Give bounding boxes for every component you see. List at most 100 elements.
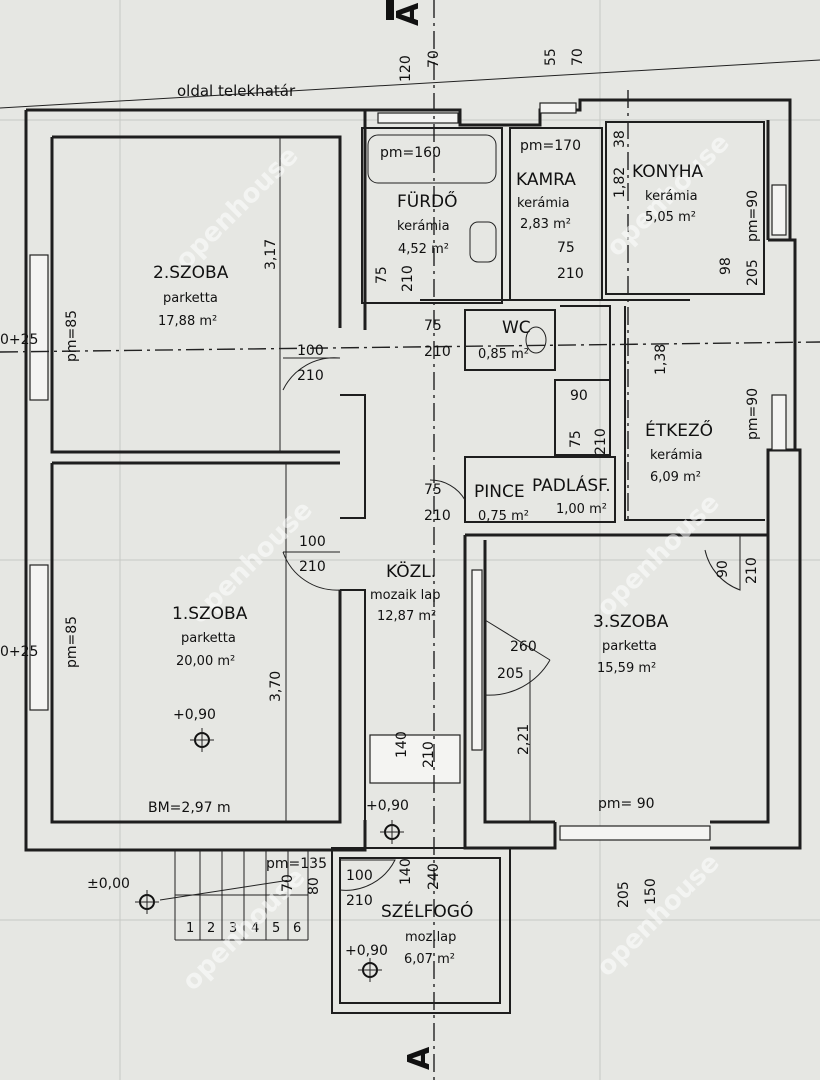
room-etkezo-area: 6,09 m² bbox=[650, 470, 701, 485]
dim-pm90-etkezo: pm=90 bbox=[745, 388, 761, 440]
dim-240: 240 bbox=[426, 863, 442, 890]
step-numbers: 1 2 3 4 5 6 bbox=[186, 921, 301, 936]
windows bbox=[29, 102, 787, 841]
interior-walls bbox=[331, 121, 765, 1014]
dim-70-b: 70 bbox=[570, 48, 586, 66]
dim-140-b: 140 bbox=[398, 858, 414, 885]
room-szoba2-floor: parketta bbox=[163, 291, 218, 306]
dim-210-a: 210 bbox=[297, 368, 324, 384]
boundary-line bbox=[0, 59, 820, 109]
window-szoba3 bbox=[559, 825, 711, 841]
room-szoba1-name: 1.SZOBA bbox=[172, 604, 248, 624]
window-furdo bbox=[377, 112, 459, 124]
room-kozl-name: KÖZL. bbox=[386, 560, 436, 582]
dim-210-f: 210 bbox=[421, 741, 437, 768]
dim-pm170: pm=170 bbox=[520, 138, 581, 154]
step-3: 3 bbox=[229, 921, 237, 936]
level-0-90-c: +0,90 bbox=[345, 943, 388, 959]
dim-pm85-a: pm=85 bbox=[64, 310, 80, 362]
dim-205-b: 205 bbox=[616, 881, 632, 908]
room-szoba3-area: 15,59 m² bbox=[597, 661, 656, 676]
window-szoba1 bbox=[29, 564, 49, 711]
dim-75-kamra: 75 bbox=[557, 240, 575, 256]
room-etkezo-floor: kerámia bbox=[650, 448, 703, 463]
dim-0-25-b: 0+25 bbox=[0, 644, 38, 660]
dim-pm85-b: pm=85 bbox=[64, 616, 80, 668]
room-kamra-area: 2,83 m² bbox=[520, 217, 571, 232]
room-furdo-floor: kerámia bbox=[397, 219, 450, 234]
room-szoba2-area: 17,88 m² bbox=[158, 314, 217, 329]
window-kozl bbox=[471, 569, 483, 751]
dim-70-a: 70 bbox=[426, 50, 442, 68]
dim-100-c: 100 bbox=[346, 868, 373, 884]
step-2: 2 bbox=[207, 921, 215, 936]
dim-1-38: 1,38 bbox=[653, 344, 669, 375]
room-wc-name: WC bbox=[502, 318, 531, 338]
dim-3-17: 3,17 bbox=[263, 239, 279, 270]
room-kamra-floor: kerámia bbox=[517, 196, 570, 211]
room-labels: 2.SZOBA parketta 17,88 m² FÜRDŐ kerámia … bbox=[153, 162, 713, 967]
dim-210-g: 210 bbox=[346, 893, 373, 909]
room-szelfogo-floor: moz.lap bbox=[405, 930, 456, 945]
dim-75-wc: 75 bbox=[424, 318, 442, 334]
window-konyha bbox=[771, 184, 787, 236]
dim-90-a: 90 bbox=[570, 388, 588, 404]
room-szoba3-floor: parketta bbox=[602, 639, 657, 654]
dim-pm90-szoba3: pm= 90 bbox=[598, 796, 655, 812]
room-konyha-area: 5,05 m² bbox=[645, 210, 696, 225]
level-0-90-b: +0,90 bbox=[366, 798, 409, 814]
room-szoba1-floor: parketta bbox=[181, 631, 236, 646]
level-marker-outside bbox=[135, 890, 159, 914]
dim-55: 55 bbox=[543, 48, 559, 66]
dim-3-70: 3,70 bbox=[268, 671, 284, 702]
entrance-stairs bbox=[159, 850, 309, 941]
room-konyha-floor: kerámia bbox=[645, 189, 698, 204]
fixtures bbox=[367, 134, 547, 354]
dim-210-b: 210 bbox=[593, 428, 609, 455]
dim-75-furdo: 75 bbox=[374, 266, 390, 284]
dim-150: 150 bbox=[643, 878, 659, 905]
level-marker-szoba1 bbox=[190, 728, 214, 752]
room-wc-area: 0,85 m² bbox=[478, 347, 529, 362]
level-0-00: ±0,00 bbox=[87, 876, 130, 892]
dim-90-b: 90 bbox=[715, 560, 731, 578]
watermark-6: openhouse bbox=[591, 848, 726, 983]
room-furdo-name: FÜRDŐ bbox=[397, 190, 458, 212]
step-5: 5 bbox=[272, 921, 280, 936]
level-markers bbox=[135, 728, 404, 982]
room-kamra-name: KAMRA bbox=[516, 170, 576, 190]
room-padlas-area: 1,00 m² bbox=[556, 502, 607, 517]
plan-title: A bbox=[391, 2, 426, 26]
dim-205: 205 bbox=[497, 666, 524, 682]
room-szoba1-area: 20,00 m² bbox=[176, 654, 235, 669]
dim-210-e: 210 bbox=[744, 557, 760, 584]
watermarks: openhouse openhouse openhouse openhouse … bbox=[170, 128, 736, 997]
bathtub-icon bbox=[367, 134, 497, 184]
window-kozl-bottom bbox=[369, 734, 461, 784]
dim-210-c: 210 bbox=[424, 508, 451, 524]
dim-2-21: 2,21 bbox=[516, 724, 532, 755]
washbasin-icon bbox=[469, 221, 497, 263]
dim-pm135: pm=135 bbox=[266, 856, 327, 872]
dim-pm90-konyha: pm=90 bbox=[745, 190, 761, 242]
dim-210-kamra: 210 bbox=[557, 266, 584, 282]
dimension-labels: 120 70 55 70 pm=160 pm=170 38 1,82 75 21… bbox=[0, 48, 761, 959]
room-kozl-floor: mozaik lap bbox=[370, 588, 441, 603]
door-szoba3 bbox=[484, 619, 551, 696]
window-etkezo bbox=[771, 394, 787, 451]
step-6: 6 bbox=[293, 921, 301, 936]
plan-title-bottom: A bbox=[402, 1046, 437, 1070]
level-0-90-a: +0,90 bbox=[173, 707, 216, 723]
door-szoba2 bbox=[282, 357, 341, 391]
door-etkezo bbox=[704, 535, 741, 591]
dim-80: 80 bbox=[306, 877, 322, 895]
room-pince-area: 0,75 m² bbox=[478, 509, 529, 524]
dim-100-a: 100 bbox=[297, 343, 324, 359]
bm-label: BM=2,97 m bbox=[148, 800, 231, 816]
window-szoba2 bbox=[29, 254, 49, 401]
dim-100-b: 100 bbox=[299, 534, 326, 550]
room-szelfogo-name: SZÉLFOGÓ bbox=[381, 900, 473, 922]
dim-260: 260 bbox=[510, 639, 537, 655]
